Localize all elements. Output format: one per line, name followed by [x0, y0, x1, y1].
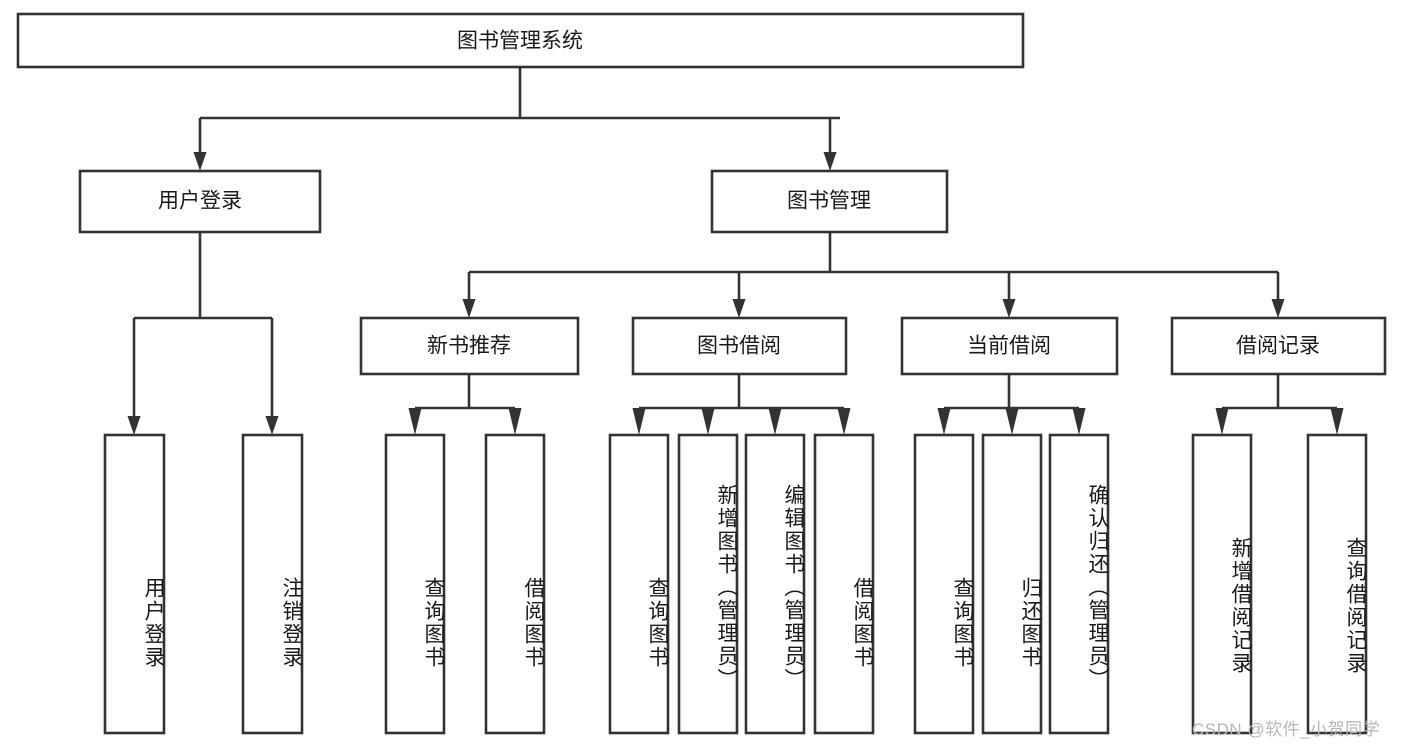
leaf-boxes [103, 433, 1368, 735]
leaf-box[interactable] [241, 433, 304, 735]
node-label-user-login: 用户登录 [158, 190, 242, 213]
leaf-box[interactable] [384, 433, 446, 735]
node-new-book-recommend[interactable]: 新书推荐 [359, 316, 580, 376]
leaf-box[interactable] [744, 433, 806, 735]
leaf-box[interactable] [484, 433, 546, 735]
edge-group-user-login [127, 232, 279, 435]
node-borrow-record[interactable]: 借阅记录 [1170, 316, 1387, 376]
node-label-current-borrow: 当前借阅 [967, 335, 1051, 358]
node-label-borrow-record: 借阅记录 [1236, 335, 1320, 358]
node-label-book-borrow: 图书借阅 [697, 335, 781, 358]
node-label-new-book-recommend: 新书推荐 [427, 335, 511, 358]
leaf-box[interactable] [103, 433, 166, 735]
edge-group-book-management [462, 232, 1285, 318]
edge-group-new-book-recommend [408, 374, 522, 435]
node-book-management[interactable]: 图书管理 [710, 169, 949, 234]
node-label-root: 图书管理系统 [457, 30, 583, 53]
node-root-system[interactable]: 图书管理系统 [16, 12, 1025, 69]
edge-group-book-borrow [632, 374, 851, 435]
leaf-box[interactable] [677, 433, 739, 735]
leaf-box[interactable] [813, 433, 875, 735]
node-label-book-management: 图书管理 [787, 190, 871, 213]
leaf-box[interactable] [1048, 433, 1110, 735]
leaf-box[interactable] [608, 433, 670, 735]
node-user-login[interactable]: 用户登录 [78, 169, 322, 234]
node-current-borrow[interactable]: 当前借阅 [900, 316, 1119, 376]
edge-group-root [193, 67, 840, 171]
leaf-box[interactable] [1191, 433, 1253, 735]
edge-group-current-borrow [937, 374, 1086, 435]
edge-group-borrow-record [1215, 374, 1344, 435]
csdn-watermark: CSDN @软件_小贺同学 [1192, 720, 1381, 739]
leaf-box[interactable] [1306, 433, 1368, 735]
leaf-box[interactable] [913, 433, 975, 735]
leaf-box[interactable] [981, 433, 1043, 735]
node-book-borrow[interactable]: 图书借阅 [631, 316, 848, 376]
